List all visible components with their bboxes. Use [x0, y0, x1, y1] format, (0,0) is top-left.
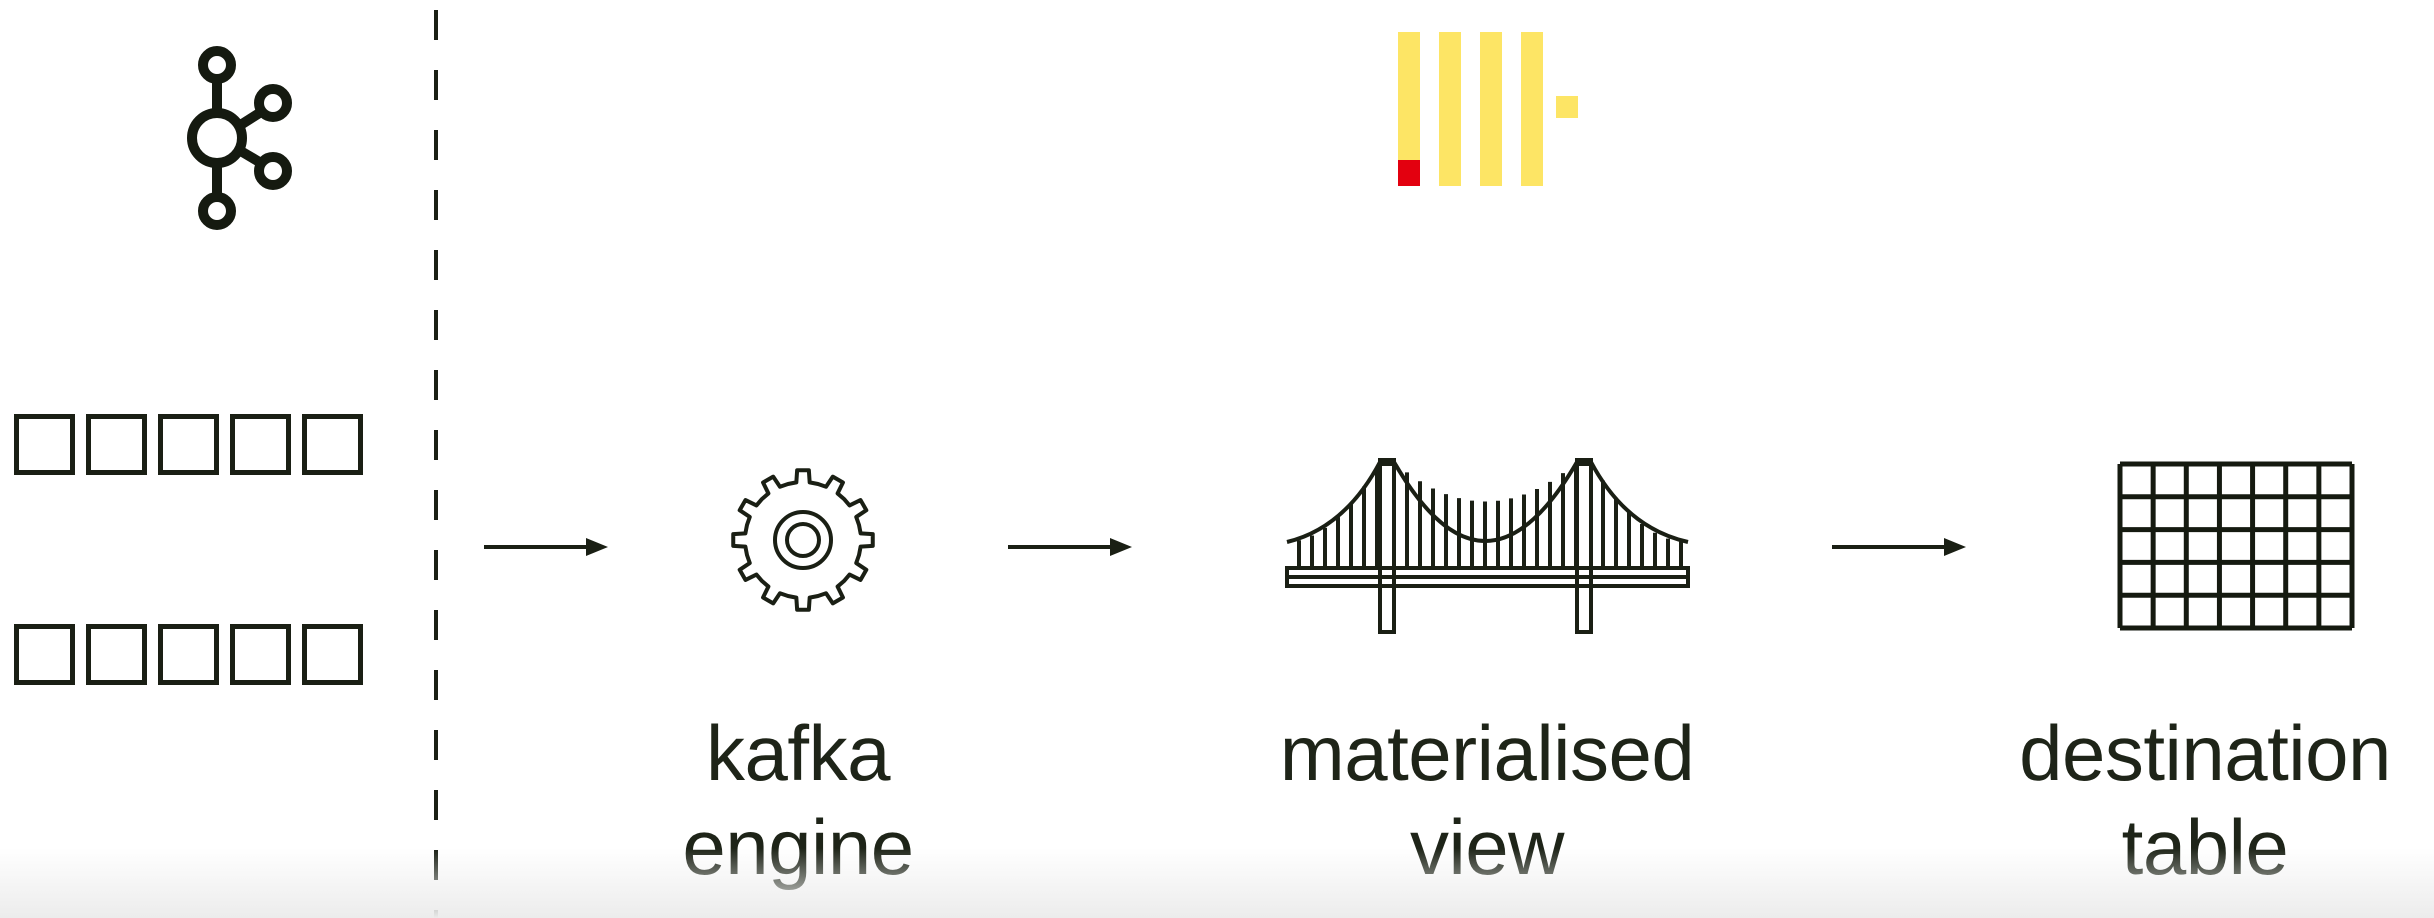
clickhouse-logo-icon: [1398, 32, 1578, 186]
label-line: kafka: [706, 709, 890, 797]
message-box: [158, 414, 219, 475]
bottom-shadow: [0, 848, 2434, 918]
kafka-logo-icon: [187, 46, 292, 230]
arrow-icon: [1832, 538, 1966, 556]
message-box: [302, 414, 363, 475]
message-box: [230, 414, 291, 475]
grid-table-icon: [2117, 461, 2355, 631]
message-box: [14, 414, 75, 475]
message-box: [14, 624, 75, 685]
gear-icon: [731, 468, 875, 612]
divider-line: [434, 10, 438, 918]
bridge-icon: [1285, 458, 1690, 634]
label-line: materialised: [1279, 709, 1695, 797]
message-row-1: [14, 414, 363, 475]
arrow-icon: [1008, 538, 1132, 556]
message-row-2: [14, 624, 363, 685]
message-box: [302, 624, 363, 685]
message-box: [158, 624, 219, 685]
message-box: [230, 624, 291, 685]
message-box: [86, 414, 147, 475]
message-box: [86, 624, 147, 685]
arrow-icon: [484, 538, 608, 556]
label-line: destination: [2019, 709, 2391, 797]
